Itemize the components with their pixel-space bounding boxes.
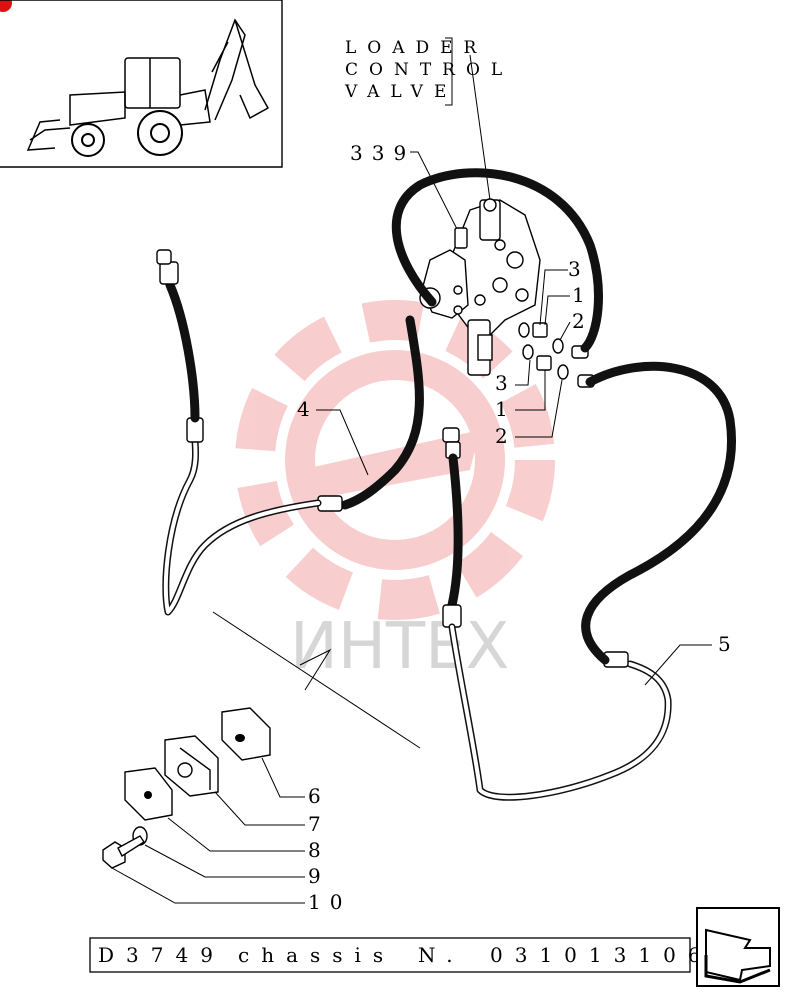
callout-4: 4 bbox=[297, 397, 319, 421]
hose-4 bbox=[340, 315, 424, 510]
next-page-arrow-icon[interactable] bbox=[696, 907, 780, 987]
callout-8: 8 bbox=[308, 838, 330, 862]
title-line-3: VALVE bbox=[344, 82, 457, 102]
footer-chassis-number: 031013106 bbox=[490, 943, 713, 967]
title-line-1: LOADER bbox=[345, 38, 487, 58]
title-block: LOADER CONTROL VALVE bbox=[344, 37, 513, 106]
hose-4-ferrule bbox=[317, 495, 343, 512]
footer: D3749 chassis N. 031013106 bbox=[89, 937, 713, 973]
callout-7: 7 bbox=[308, 812, 330, 836]
backhoe-loader-thumbnail bbox=[0, 0, 283, 168]
callout-3a: 3 bbox=[568, 257, 590, 281]
callout-3b: 3 bbox=[495, 371, 517, 395]
hose-center bbox=[447, 453, 463, 610]
callout-2b: 2 bbox=[495, 424, 517, 448]
fittings bbox=[518, 322, 595, 388]
footer-n-label: N. bbox=[418, 943, 465, 967]
callout-10: 10 bbox=[308, 890, 351, 914]
callout-6: 6 bbox=[308, 784, 330, 808]
footer-code: D3749 bbox=[98, 943, 225, 967]
watermark-text: ИНТЕХ bbox=[290, 610, 509, 684]
title-line-2: CONTROL bbox=[345, 60, 513, 80]
callout-1b: 1 bbox=[495, 397, 517, 421]
watermark-gear bbox=[235, 300, 555, 620]
callout-9: 9 bbox=[308, 864, 330, 888]
callout-5: 5 bbox=[718, 632, 740, 656]
corner-mark-icon bbox=[0, 0, 12, 12]
ref-339-label: 339 bbox=[350, 141, 415, 165]
callout-2a: 2 bbox=[572, 309, 594, 333]
loader-control-valve bbox=[419, 198, 541, 376]
hose-upper-loop bbox=[391, 168, 603, 353]
footer-chassis-label: chassis bbox=[238, 943, 395, 967]
hose-left-upper bbox=[165, 280, 200, 423]
callout-1a: 1 bbox=[572, 283, 594, 307]
hose-5 bbox=[581, 361, 736, 665]
hose-clamp-assembly bbox=[102, 707, 271, 869]
